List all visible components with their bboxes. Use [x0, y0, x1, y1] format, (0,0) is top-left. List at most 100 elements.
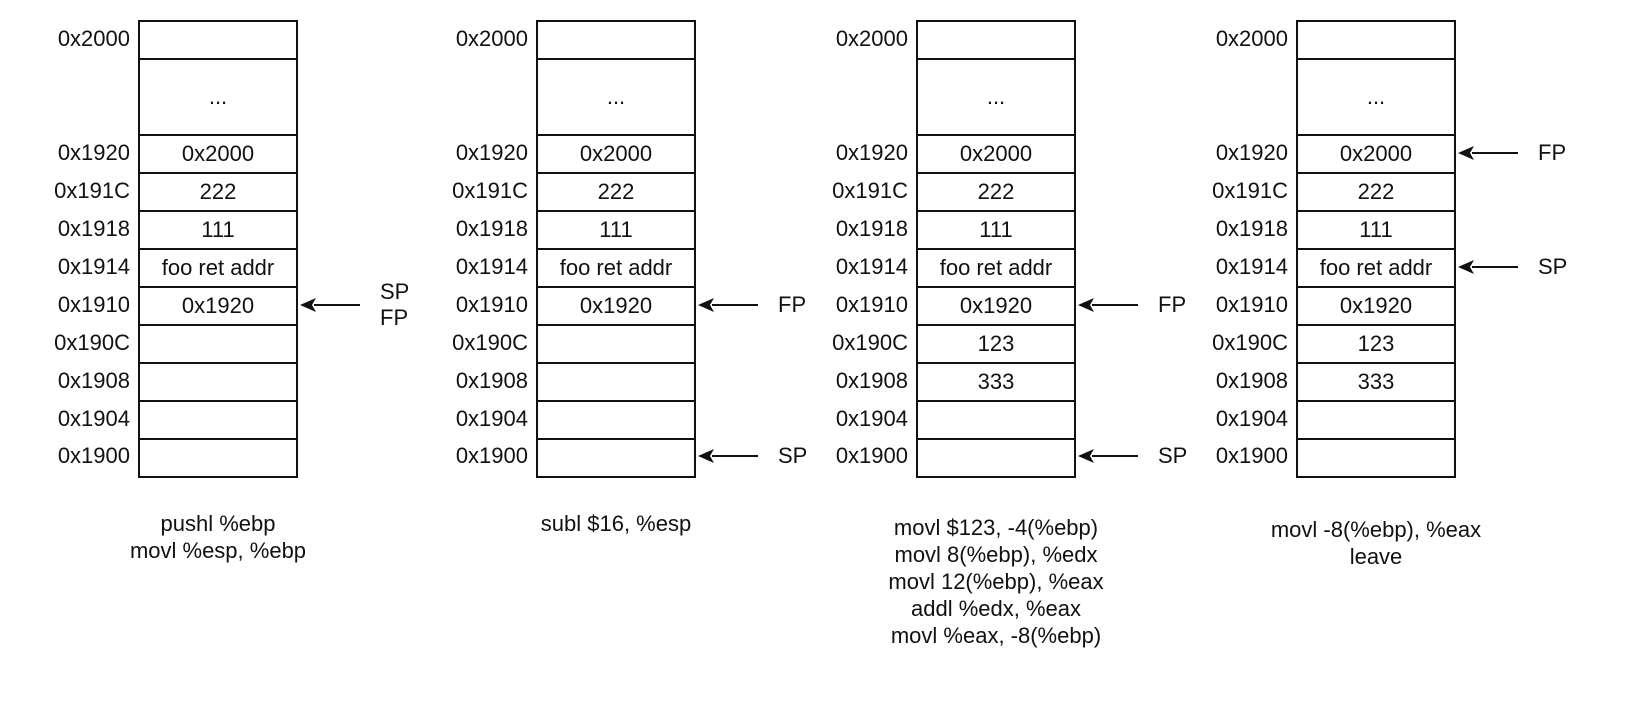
left-arrow-icon — [698, 449, 758, 463]
address-label: 0x1900 — [455, 443, 528, 468]
address-label: 0x1918 — [455, 216, 528, 241]
stack-cell: ... — [918, 60, 1074, 136]
pointer-labels: SP — [1158, 443, 1187, 469]
stack-cell: ... — [1298, 60, 1454, 136]
instruction-line: movl %esp, %ebp — [129, 538, 307, 563]
address-label: 0x191C — [832, 178, 908, 203]
address-label: 0x1908 — [57, 368, 130, 393]
address-label: 0x1914 — [57, 254, 130, 279]
address-label: 0x1914 — [1215, 254, 1288, 279]
stack-cell — [140, 364, 296, 402]
instruction-line: movl 8(%ebp), %edx — [894, 542, 1098, 567]
stack-cell: ... — [140, 60, 296, 136]
stack-cell: foo ret addr — [140, 250, 296, 288]
stack-cell: 111 — [140, 212, 296, 250]
address-label: 0x1900 — [1215, 443, 1288, 468]
address-label: 0x1904 — [835, 406, 908, 431]
stack-cell: 123 — [918, 326, 1074, 364]
left-arrow-icon — [300, 298, 360, 312]
register-label: SP — [380, 279, 410, 304]
stack-cell: 333 — [1298, 364, 1454, 402]
address-label: 0x1900 — [57, 443, 130, 468]
register-label: FP — [1538, 140, 1567, 165]
stack-cell: 0x2000 — [1298, 136, 1454, 174]
left-arrow-icon — [698, 298, 758, 312]
left-arrow-icon — [1458, 260, 1518, 274]
address-label: 0x190C — [452, 330, 528, 355]
address-label: 0x191C — [54, 178, 130, 203]
stack-cell — [140, 440, 296, 476]
stack-cell — [140, 402, 296, 440]
left-arrow-icon — [1458, 146, 1518, 160]
stack-cell — [1298, 22, 1454, 60]
stack-cell: 0x1920 — [538, 288, 694, 326]
register-label: FP — [778, 292, 807, 317]
stack-cell — [538, 402, 694, 440]
stack-cell: 333 — [918, 364, 1074, 402]
stack-cell: 0x1920 — [140, 288, 296, 326]
register-label: FP — [380, 305, 409, 330]
address-label: 0x1908 — [835, 368, 908, 393]
stack-cell: 111 — [1298, 212, 1454, 250]
instruction-line: leave — [1349, 544, 1403, 569]
stack-cell: 222 — [1298, 174, 1454, 212]
stack-cell: 111 — [918, 212, 1074, 250]
address-label: 0x1914 — [835, 254, 908, 279]
address-label: 0x1904 — [455, 406, 528, 431]
pointer-labels: FP — [1158, 292, 1186, 318]
address-label: 0x1920 — [835, 140, 908, 165]
address-label: 0x1918 — [1215, 216, 1288, 241]
stack-cell — [918, 22, 1074, 60]
address-label: 0x1918 — [57, 216, 130, 241]
address-label: 0x1910 — [57, 292, 130, 317]
instruction-line: movl -8(%ebp), %eax — [1270, 517, 1482, 542]
register-label: SP — [1538, 254, 1568, 279]
stack-cell: 0x1920 — [918, 288, 1074, 326]
instruction-line: addl %edx, %eax — [911, 596, 1081, 621]
instruction-line: pushl %ebp — [160, 511, 276, 536]
stack-cell: foo ret addr — [1298, 250, 1454, 288]
left-arrow-icon — [1078, 449, 1138, 463]
pointer-labels: FP — [778, 292, 806, 318]
stack-cell: 0x1920 — [1298, 288, 1454, 326]
pointer-labels: SP — [778, 443, 807, 469]
register-label: SP — [1158, 443, 1188, 468]
stack-cell: foo ret addr — [538, 250, 694, 288]
address-label: 0x1914 — [455, 254, 528, 279]
instruction-block: subl $16, %esp — [466, 510, 766, 537]
stack-cell: 222 — [140, 174, 296, 212]
stack-cell: 222 — [918, 174, 1074, 212]
stack-cell: 222 — [538, 174, 694, 212]
address-label: 0x191C — [1212, 178, 1288, 203]
stack-panel-1: 0x2000 0x1920 0x191C 0x1918 0x1914 0x1910 0x19… — [8, 0, 409, 712]
stack-cell: ... — [538, 60, 694, 136]
address-label: 0x2000 — [455, 26, 528, 51]
register-label: SP — [778, 443, 808, 468]
instruction-line: movl $123, -4(%ebp) — [893, 515, 1099, 540]
address-label: 0x1920 — [1215, 140, 1288, 165]
stack-cell — [538, 326, 694, 364]
address-label: 0x1904 — [57, 406, 130, 431]
address-label: 0x1920 — [455, 140, 528, 165]
address-label: 0x2000 — [57, 26, 130, 51]
stack-cell: foo ret addr — [918, 250, 1074, 288]
stack-cell — [538, 364, 694, 402]
address-label: 0x2000 — [1215, 26, 1288, 51]
address-label: 0x1920 — [57, 140, 130, 165]
stack-cell — [918, 440, 1074, 476]
left-arrow-icon — [1078, 298, 1138, 312]
address-label: 0x1910 — [455, 292, 528, 317]
address-label: 0x1904 — [1215, 406, 1288, 431]
stack-cell — [140, 326, 296, 364]
address-label: 0x1908 — [455, 368, 528, 393]
stack-cell: 0x2000 — [918, 136, 1074, 174]
stack-cell: 111 — [538, 212, 694, 250]
